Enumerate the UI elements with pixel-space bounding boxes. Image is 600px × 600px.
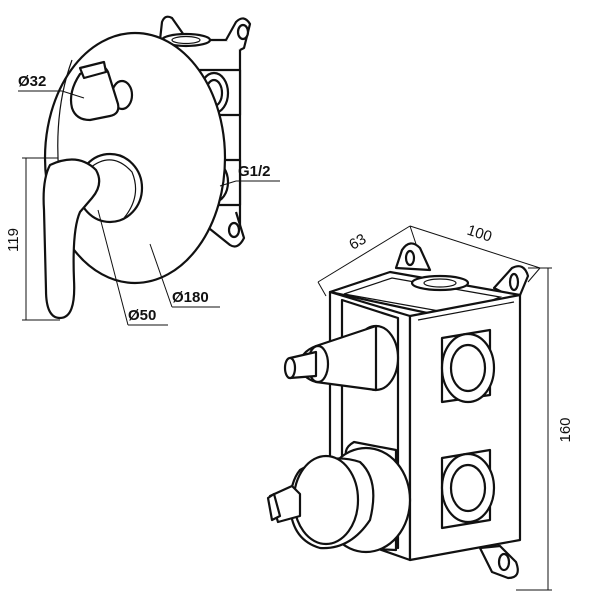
diverter-stem	[283, 324, 400, 392]
box-view: 63 100 160	[266, 222, 574, 591]
lever-handle	[42, 152, 144, 320]
box-height-label: 160	[557, 417, 574, 442]
thread-label: G1/2	[238, 163, 271, 180]
thread-callout: G1/2	[219, 163, 280, 187]
plate-diameter-callout: Ø180	[149, 243, 220, 308]
depth-label: 63	[346, 231, 369, 254]
diverter-knob	[69, 60, 134, 122]
knob-diameter-callout: Ø32	[18, 73, 85, 99]
box-height-dimension: 160	[516, 267, 574, 591]
width-label: 100	[465, 222, 494, 246]
mixer-cartridge	[266, 440, 412, 554]
box-lower-port	[440, 448, 496, 530]
height-label: 119	[5, 228, 22, 252]
lever-diameter-label: Ø50	[128, 307, 156, 324]
plate-diameter-label: Ø180	[172, 289, 209, 306]
front-view: 119 Ø32 G1/2 Ø50 Ø180	[5, 15, 280, 326]
depth-dimension: 63	[317, 225, 417, 297]
height-dimension: 119	[5, 157, 60, 321]
lever-diameter-callout: Ø50	[97, 209, 168, 326]
width-dimension: 100	[409, 222, 541, 283]
box-upper-port	[440, 328, 496, 404]
knob-diameter-label: Ø32	[18, 73, 46, 90]
